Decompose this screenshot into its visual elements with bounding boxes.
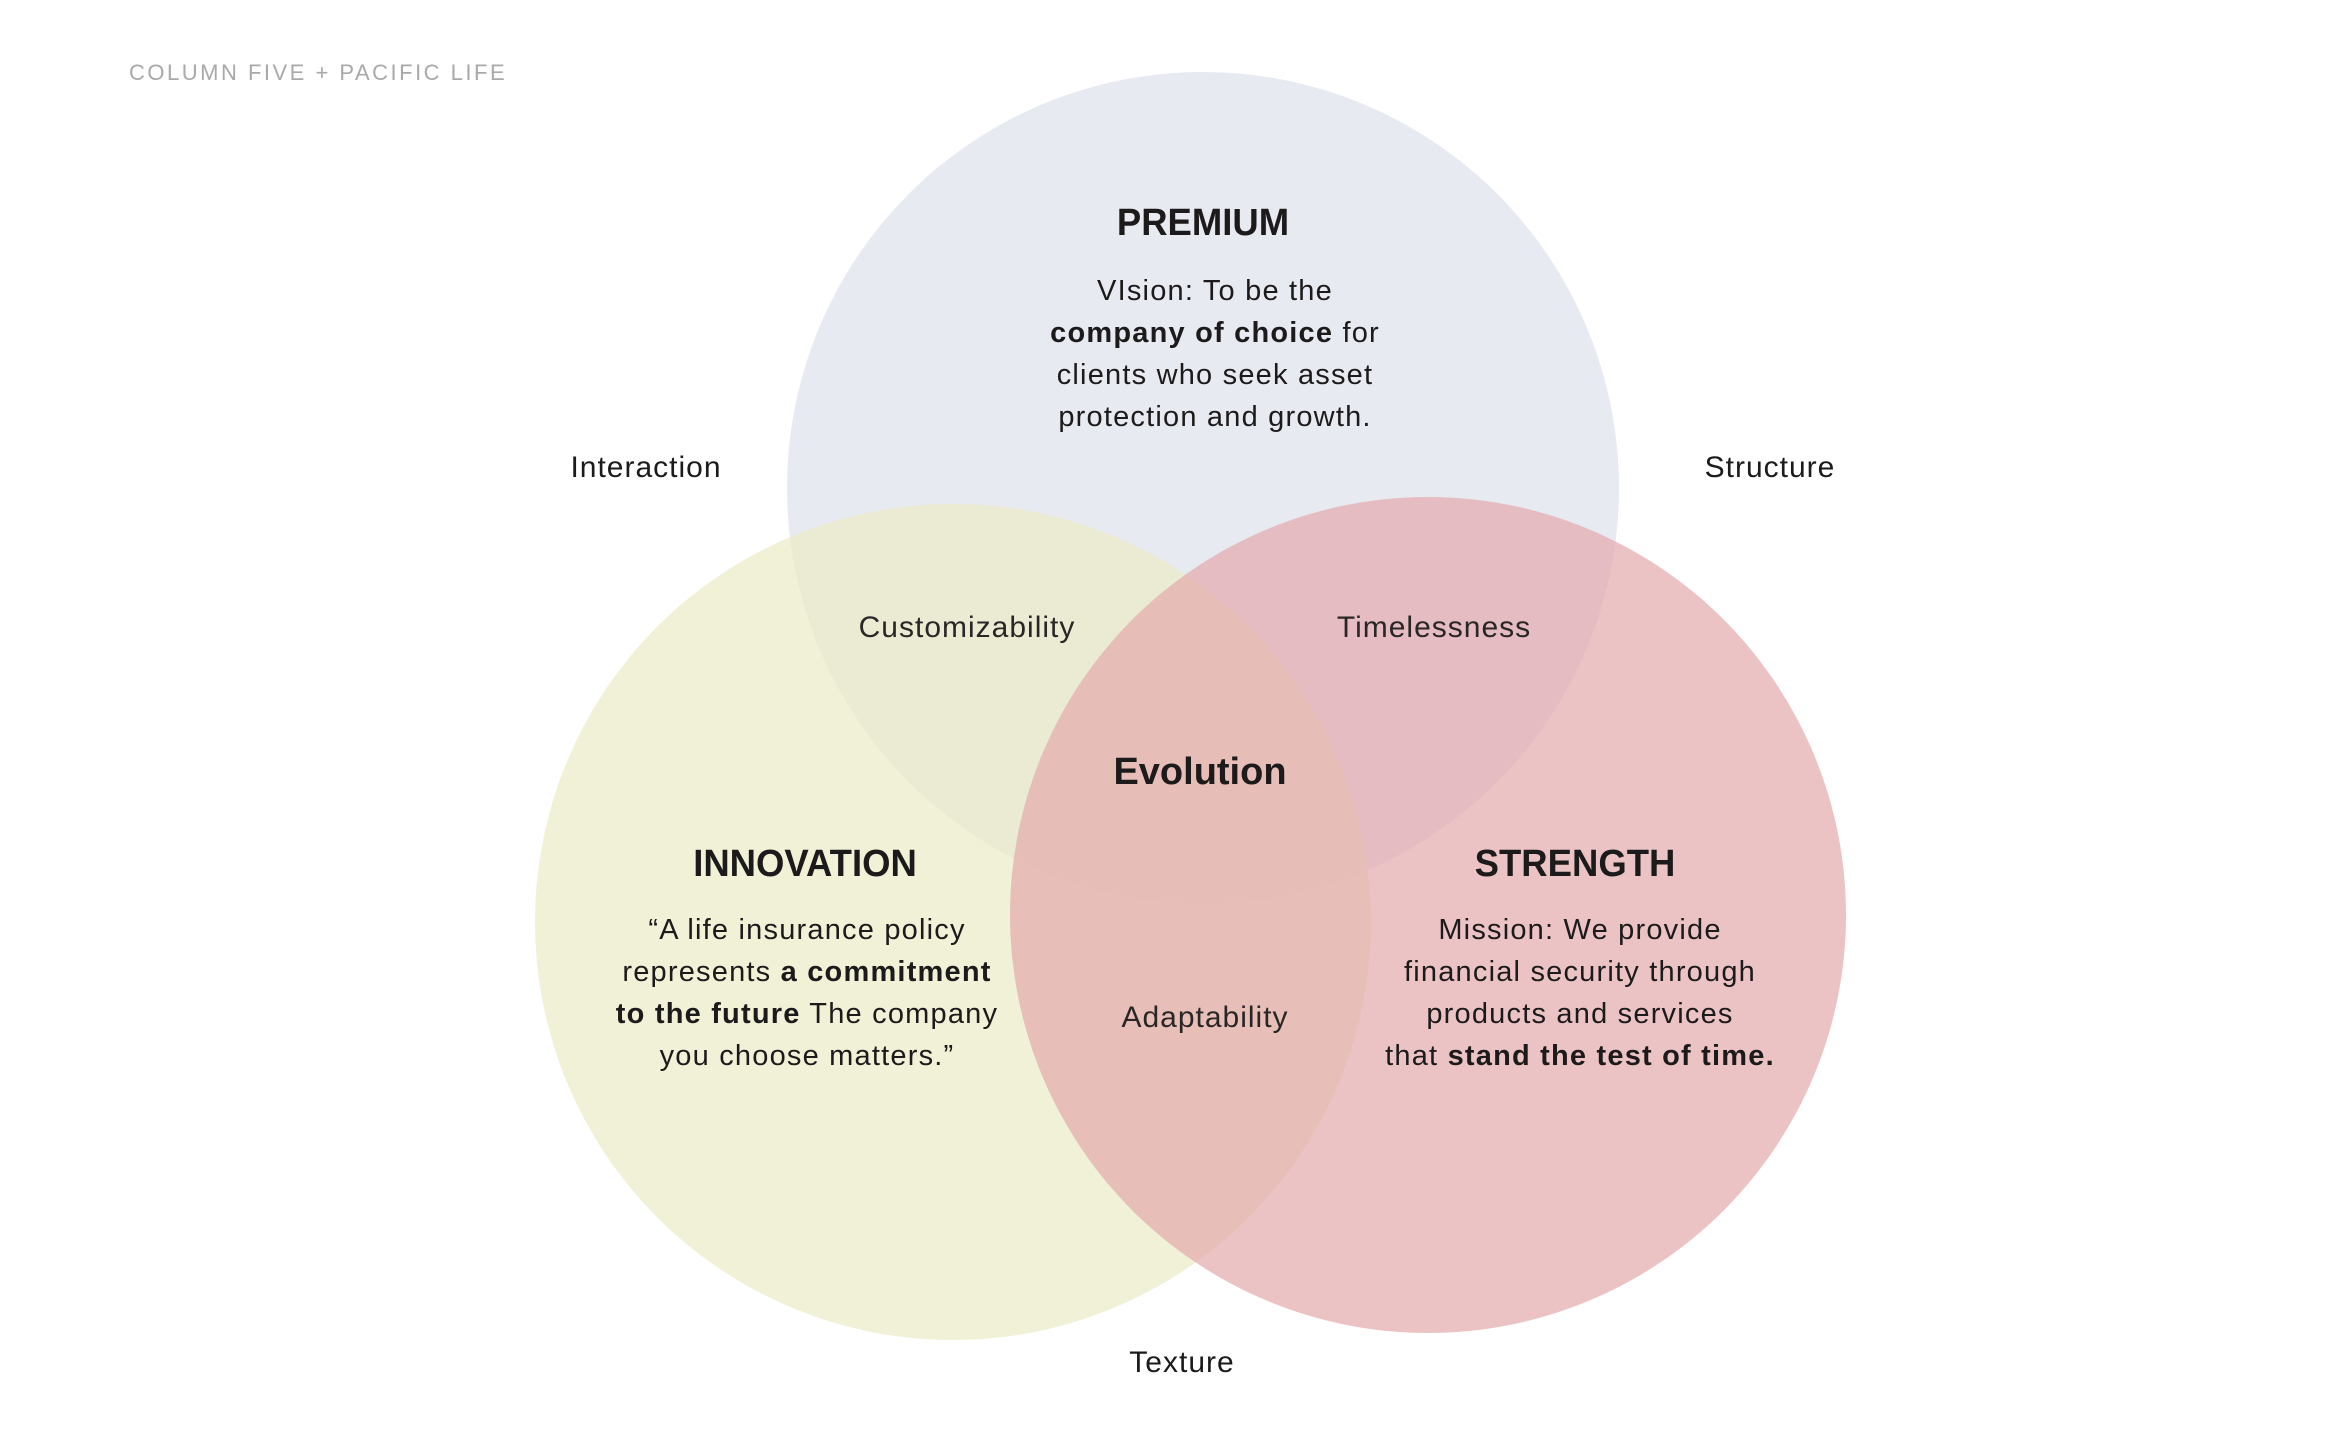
text-line: financial security through [1385,951,1775,993]
bold-run: stand the test of time. [1447,1040,1775,1072]
text-line: you choose matters.” [616,1035,998,1077]
text-run: VIsion: To be the [1097,275,1333,307]
innovation-quote-text: “A life insurance policy represents a com… [616,909,998,1077]
text-line: VIsion: To be the [1050,270,1380,312]
text-run: that [1385,1040,1448,1072]
text-line: protection and growth. [1050,396,1380,438]
text-run: “A life insurance policy [648,914,966,946]
text-line: company of choice for [1050,312,1380,354]
premium-vision-text: VIsion: To be the company of choice for cl… [1050,270,1380,438]
bold-run: to the future [615,998,801,1030]
text-line: products and services [1385,993,1775,1035]
strength-circle [1010,497,1846,1333]
text-run: Mission: We provide [1438,914,1722,946]
text-run: represents [622,956,781,988]
side-label-interaction: Interaction [570,451,722,484]
text-line: “A life insurance policy [616,909,998,951]
text-run: financial security through [1404,956,1756,988]
credit-text: COLUMN FIVE + PACIFIC LIFE [129,60,508,85]
center-label-evolution: Evolution [1113,751,1287,793]
text-line: clients who seek asset [1050,354,1380,396]
strength-heading: STRENGTH [1474,843,1676,885]
text-line: represents a commitment [616,951,998,993]
text-run: clients who seek asset [1056,359,1374,391]
side-label-texture: Texture [1129,1346,1235,1379]
innovation-heading: INNOVATION [693,843,917,885]
text-line: Mission: We provide [1385,909,1775,951]
text-run: protection and growth. [1058,401,1372,433]
text-line: that stand the test of time. [1385,1035,1775,1077]
strength-mission-text: Mission: We provide financial security th… [1385,909,1775,1077]
overlap-label-customizability: Customizability [858,611,1076,644]
overlap-label-adaptability: Adaptability [1121,1001,1289,1034]
text-run: you choose matters.” [659,1040,955,1072]
bold-run: company of choice [1050,317,1334,349]
side-label-structure: Structure [1704,451,1836,484]
overlap-label-timelessness: Timelessness [1336,611,1532,644]
premium-heading: PREMIUM [1116,202,1290,244]
text-run: The company [800,998,999,1030]
text-line: to the future The company [616,993,998,1035]
text-run: for [1333,317,1380,349]
text-run: products and services [1426,998,1734,1030]
bold-run: a commitment [780,956,992,988]
